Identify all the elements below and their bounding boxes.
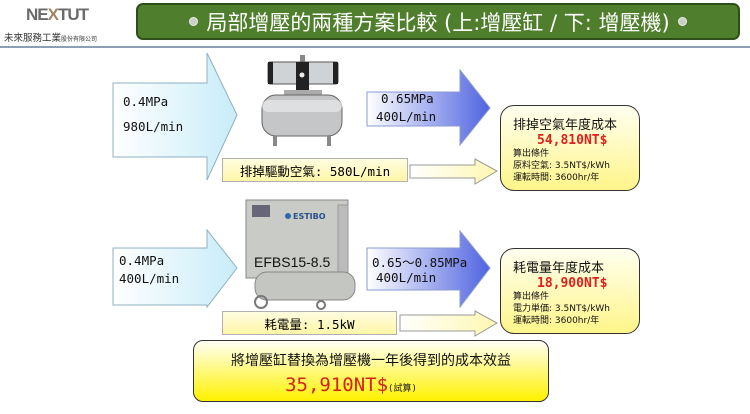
bottom-output-flow: 400L/min (376, 270, 437, 285)
cond-1: 原料空氣: 3.5NT$/kWh (513, 161, 611, 171)
cond-title: 算出條件 (513, 149, 550, 159)
booster-compressor-image: ESTIBO (245, 199, 356, 310)
bottom-output-arrow (366, 229, 491, 309)
cond-title: 算出條件 (513, 292, 550, 302)
bullet-icon (677, 17, 687, 26)
company-label: 未來服務工業 (4, 33, 62, 44)
company-name: 未來服務工業股份有限公司 (4, 30, 97, 44)
cost-title: 排掉空氣年度成本 (513, 118, 618, 133)
top-output-flow: 400L/min (376, 109, 437, 124)
logo: NEXTUT (26, 5, 89, 24)
cost-value: 18,900NT$ (537, 276, 608, 291)
compressor-model: EFBS15-8.5 (254, 254, 331, 270)
bottom-input-flow: 400L/min (119, 271, 180, 286)
summary-box: 將增壓缸替換為增壓機一年後得到的成本效益 35,910NT$(試算) (193, 340, 549, 402)
title-text: 局部增壓的兩種方案比較 (上:增壓缸 / 下: 增壓機) (206, 10, 670, 35)
cost-title: 耗電量年度成本 (513, 261, 605, 276)
cost-value: 54,810NT$ (537, 133, 608, 148)
exhaust-air-label: 排掉驅動空氣: 580L/min (222, 158, 408, 182)
bottom-output-pressure: 0.65～0.85MPa (372, 255, 468, 270)
summary-note: (試算) (388, 384, 417, 394)
top-input-pressure: 0.4MPa (123, 94, 169, 109)
summary-text: 將增壓缸替換為增壓機一年後得到的成本效益 (231, 353, 511, 369)
bottom-cost-box: 耗電量年度成本 18,900NT$ 算出條件 電力単価: 3.5NT$/kWh … (500, 248, 640, 334)
top-cost-box: 排掉空氣年度成本 54,810NT$ 算出條件 原料空氣: 3.5NT$/kWh… (500, 105, 640, 191)
svg-text:ESTIBO: ESTIBO (293, 212, 326, 221)
page-title: 局部增壓的兩種方案比較 (上:增壓缸 / 下: 增壓機) (136, 3, 740, 40)
power-consumption-label: 耗電量: 1.5kW (222, 311, 397, 335)
power-arrow (399, 310, 499, 337)
divider (0, 46, 750, 48)
bottom-input-pressure: 0.4MPa (119, 253, 165, 268)
top-output-arrow (366, 68, 491, 147)
cond-2: 運転時間: 3600hr/年 (513, 173, 600, 183)
summary-value: 35,910NT$ (285, 374, 389, 396)
booster-cylinder-image (261, 55, 343, 146)
cond-2: 運転時間: 3600hr/年 (513, 316, 600, 326)
company-suffix: 股份有限公司 (61, 36, 98, 43)
bottom-input-arrow (112, 228, 238, 309)
cond-1: 電力単価: 3.5NT$/kWh (513, 304, 611, 314)
exhaust-arrow (409, 158, 499, 185)
bullet-icon (189, 17, 199, 26)
top-output-pressure: 0.65MPa (381, 91, 434, 106)
top-input-arrow (112, 52, 238, 181)
top-input-flow: 980L/min (123, 119, 184, 134)
